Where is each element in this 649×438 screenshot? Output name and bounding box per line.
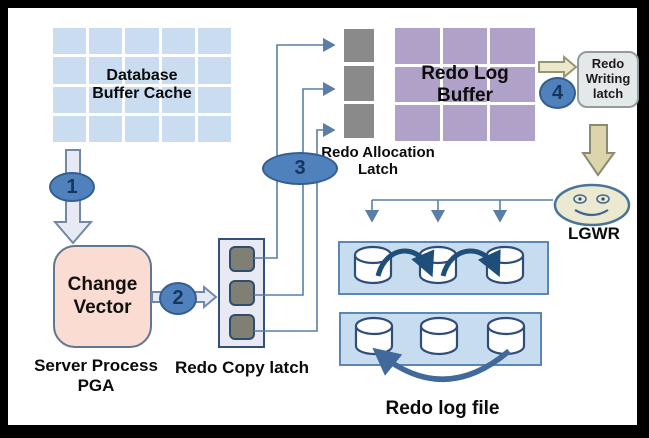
redo-log-buffer-line2: Buffer xyxy=(437,84,493,106)
redo-cell xyxy=(395,28,440,64)
lgwr-distribution-lines xyxy=(364,199,553,223)
allocation-latch-block-2 xyxy=(344,66,374,101)
step-badge-3: 3 xyxy=(262,152,338,185)
copy-latch-square-1 xyxy=(228,246,255,272)
redo-copy-latch-text: Redo Copy latch xyxy=(174,358,310,377)
redo-log-buffer-grid xyxy=(395,28,535,141)
buffer-cell xyxy=(161,28,195,55)
step-3-number: 3 xyxy=(294,157,306,179)
lgwr-smiley-icon xyxy=(553,183,631,227)
buffer-cell xyxy=(53,28,87,55)
diagram-canvas: Database Buffer Cache Redo Log Buffer Ch… xyxy=(8,8,639,425)
redo-log-buffer-label: Redo Log Buffer xyxy=(395,28,535,141)
database-buffer-cache-grid xyxy=(53,28,231,142)
redo-cell xyxy=(442,28,488,64)
copy-latch-square-2 xyxy=(228,280,255,306)
buffer-cell xyxy=(161,86,195,113)
redo-cell xyxy=(490,105,535,141)
database-buffer-cache-label: Database Buffer Cache xyxy=(53,28,231,142)
step-2-number: 2 xyxy=(172,287,184,309)
server-process-pga-label: Server Process PGA xyxy=(12,356,180,395)
lgwr-text: LGWR xyxy=(568,224,620,243)
redo-cell xyxy=(490,66,535,103)
buffer-cell xyxy=(53,115,87,142)
redo-cell xyxy=(490,28,535,64)
server-process-line2: PGA xyxy=(77,375,115,395)
redo-allocation-line1: Redo Allocation xyxy=(321,144,435,161)
change-vector-line2: Vector xyxy=(73,296,132,318)
buffer-cell xyxy=(89,115,123,142)
buffer-cell xyxy=(125,28,159,55)
buffer-cell xyxy=(125,57,159,84)
redo-copy-latch-label: Redo Copy latch xyxy=(172,358,312,378)
buffer-cell xyxy=(197,57,231,84)
redo-log-group-2 xyxy=(339,312,542,366)
redo-allocation-line2: Latch xyxy=(357,161,398,179)
redo-cell xyxy=(395,66,440,103)
redo-writing-latch-line1: Redo xyxy=(591,56,625,72)
buffer-cell xyxy=(89,86,123,113)
buffer-cell xyxy=(125,86,159,113)
step-1-number: 1 xyxy=(66,175,78,198)
database-buffer-cache-line2: Buffer Cache xyxy=(92,85,192,102)
redo-copy-latch-box xyxy=(218,238,265,348)
change-vector-line1: Change xyxy=(67,273,138,295)
buffer-cell xyxy=(89,57,123,84)
step-4-number: 4 xyxy=(551,81,564,104)
copy-latch-square-3 xyxy=(228,314,255,340)
allocation-latch-block-1 xyxy=(344,29,374,62)
redo-writing-latch-line2: Writing xyxy=(585,71,631,87)
copy-to-allocation-lines xyxy=(254,37,336,332)
redo-log-group-1 xyxy=(338,241,549,295)
buffer-cell xyxy=(53,86,87,113)
step-badge-4: 4 xyxy=(539,77,576,109)
buffer-cell xyxy=(197,28,231,55)
buffer-cell xyxy=(125,115,159,142)
redo-log-buffer-line1: Redo Log xyxy=(421,62,509,84)
redo-writing-latch-box: Redo Writing latch xyxy=(577,51,639,108)
writing-latch-to-lgwr-arrow-icon xyxy=(581,124,616,177)
buffer-cell xyxy=(161,57,195,84)
redo-log-file-label: Redo log file xyxy=(380,398,505,420)
redo-allocation-latch-label: Redo Allocation Latch xyxy=(317,144,439,179)
buffer-cell xyxy=(197,115,231,142)
redo-cell xyxy=(442,66,488,103)
buffer-cell xyxy=(161,115,195,142)
database-buffer-cache-line1: Database xyxy=(106,66,178,84)
buffer-cell xyxy=(53,57,87,84)
redo-cell xyxy=(442,105,488,141)
redo-writing-latch-line3: latch xyxy=(592,85,624,101)
change-vector-box: Change Vector xyxy=(53,245,152,348)
step4-block-arrow-icon xyxy=(538,54,578,80)
buffer-cell xyxy=(197,86,231,113)
redo-cell xyxy=(395,105,440,141)
lgwr-label: LGWR xyxy=(558,224,630,244)
step-badge-2: 2 xyxy=(159,282,197,315)
server-process-line1: Server Process xyxy=(34,356,158,375)
connector-line-2 xyxy=(254,81,336,296)
step-badge-1: 1 xyxy=(49,172,95,202)
allocation-latch-block-3 xyxy=(344,104,374,138)
redo-log-file-text: Redo log file xyxy=(385,398,500,419)
buffer-cell xyxy=(89,28,123,55)
